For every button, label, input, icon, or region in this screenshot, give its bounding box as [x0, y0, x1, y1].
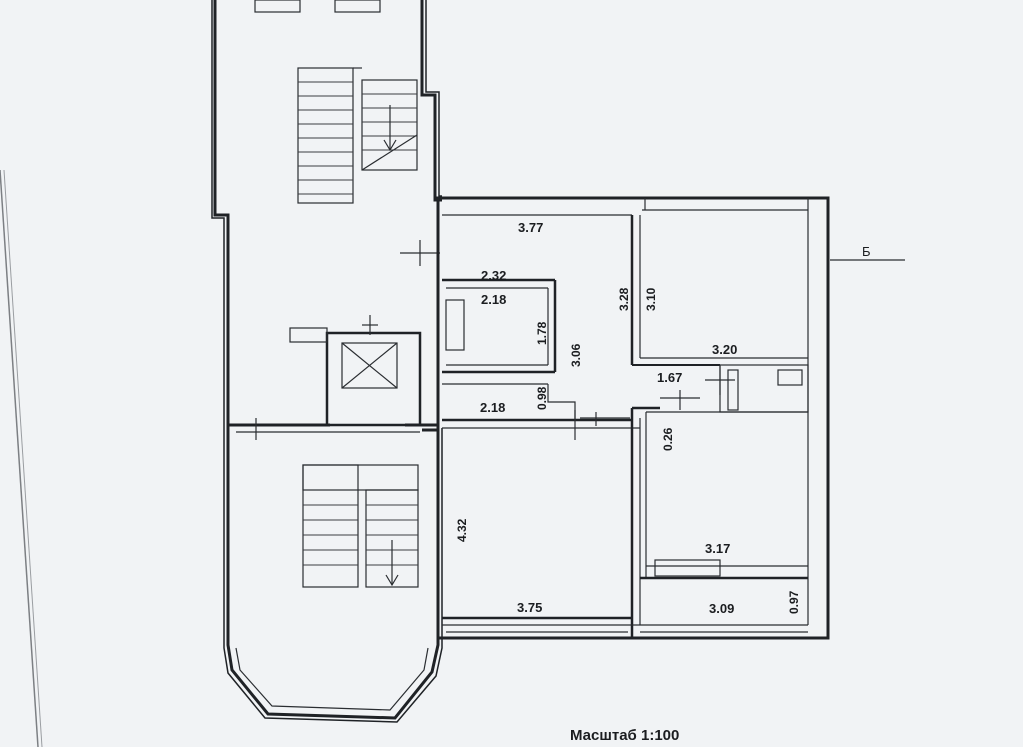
stairwell-block	[211, 0, 443, 723]
page-edge-line	[3, 169, 43, 747]
dim-wc-width: 2.18	[480, 400, 505, 415]
lower-stairs	[302, 464, 419, 588]
dim-big-room-height: 4.32	[455, 518, 469, 542]
dim-balcony-width: 3.09	[709, 601, 734, 616]
dim-lower-right-room-width: 3.17	[705, 541, 730, 556]
dim-right-room-height-outer: 3.28	[617, 287, 631, 311]
dim-wc-height: 0.98	[535, 386, 549, 410]
upper-stairs	[297, 67, 418, 204]
dim-right-room-height-inner: 3.10	[644, 287, 658, 311]
dim-corridor-width: 2.32	[481, 268, 506, 283]
dim-right-room-width: 3.20	[712, 342, 737, 357]
apartment	[436, 196, 905, 640]
page-edge-line	[0, 169, 39, 747]
dim-big-room-width: 3.75	[517, 600, 542, 615]
dim-balcony-depth: 0.97	[787, 590, 801, 614]
section-marker: Б	[862, 244, 871, 259]
dim-top-room-width: 3.77	[518, 220, 543, 235]
dim-hall-passage-width: 1.67	[657, 370, 682, 385]
dim-hall-height: 3.06	[569, 343, 583, 367]
dim-niche-depth: 0.26	[661, 427, 675, 451]
dim-bath-width: 2.18	[481, 292, 506, 307]
dim-bath-height: 1.78	[535, 321, 549, 345]
scale-label: Масштаб 1:100	[570, 727, 679, 744]
